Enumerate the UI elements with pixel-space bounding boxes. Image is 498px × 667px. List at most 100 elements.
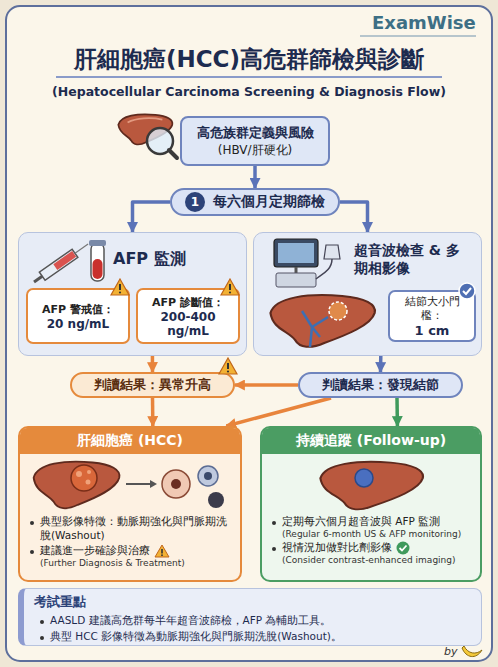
flow-arrow (253, 166, 257, 188)
text-row: 結節大小門檻： (394, 295, 470, 323)
page-frame (6, 6, 492, 661)
title: 肝細胞癌(HCC)高危群篩檢與診斷 (0, 44, 498, 75)
afp-panel: AFP 監測 AFP 警戒值：20 ng/mL AFP 診斷值：200-400 n… (18, 232, 247, 356)
syringe-tube-icon (25, 237, 115, 292)
text-row: 肝細胞癌 (HCC) (20, 428, 240, 454)
text-row: 判讀結果：發現結節 (300, 376, 461, 394)
flow-arrow (151, 398, 155, 426)
text-row: 每六個月定期篩檢 (213, 193, 325, 211)
node-text: (HBV/肝硬化) (218, 142, 293, 159)
text-row: 建議進一步確診與治療 (20, 543, 240, 558)
node-text: 結節大小門檻： (394, 295, 470, 323)
text-row: 視情況加做對比劑影像 (262, 540, 480, 555)
bullet-dot (30, 550, 34, 554)
text-row: AASLD 建議高危群每半年超音波篩檢，AFP 為輔助工具。 (34, 613, 471, 629)
text-row: 定期每六個月超音波與 AFP 監測 (262, 514, 480, 529)
text-row: AFP 診斷值： (142, 295, 234, 310)
node-text: 典型 HCC 影像特徵為動脈期強化與門脈期洗脫(Washout)。 (50, 630, 342, 644)
node-text: 每六個月定期篩檢 (213, 193, 325, 211)
text-row: 高危族群定義與風險 (197, 124, 314, 142)
result-pill: 判讀結果：發現結節 (298, 372, 463, 398)
node-text: AFP 警戒值： (42, 302, 114, 317)
node-text: 定期每六個月超音波與 AFP 監測 (282, 515, 440, 529)
node-text: (Consider contrast-enhanced imaging) (282, 555, 456, 565)
step-pill: 1 每六個月定期篩檢 (170, 188, 340, 216)
text-row: AFP 警戒值： (32, 302, 124, 317)
node-text: AASLD 建議高危群每半年超音波篩檢，AFP 為輔助工具。 (50, 614, 332, 628)
text-row: 1 (185, 192, 205, 212)
text-row: (HBV/肝硬化) (218, 142, 293, 159)
text-row: (Regular 6-month US & AFP monitoring) (262, 529, 480, 540)
bullet-dot (40, 636, 44, 640)
bullet-dot (272, 521, 276, 525)
node-text: 1 cm (415, 323, 450, 338)
node-text: 肝細胞癌 (HCC) (77, 432, 183, 450)
brand-rule (360, 35, 476, 37)
node-text: 200-400 ng/mL (142, 310, 234, 338)
warning-icon (154, 544, 170, 558)
text-row: 200-400 ng/mL (142, 310, 234, 338)
node-text: AFP 監測 (113, 249, 186, 270)
bullet-dot (40, 620, 44, 624)
node-text: 建議進一步確診與治療 (40, 544, 150, 558)
text-row: (Consider contrast-enhanced imaging) (262, 555, 480, 566)
liver-ultrasound-image (262, 289, 384, 351)
text-row: 持續追蹤 (Follow-up) (262, 428, 480, 454)
bullet-dot (30, 521, 34, 525)
followup-liver-illustration (302, 456, 442, 512)
flow-arrow (226, 398, 331, 426)
text-row: 判讀結果：異常升高 (72, 376, 233, 394)
title-underline (56, 76, 442, 78)
risk-box: 高危族群定義與風險(HBV/肝硬化) (180, 116, 330, 166)
node-text: 20 ng/mL (47, 317, 110, 331)
flow-arrow (395, 398, 399, 426)
flow-arrow (133, 202, 171, 232)
signature-label: by (444, 645, 458, 658)
ultrasound-machine-icon (260, 235, 352, 291)
warning-icon (220, 278, 240, 296)
threshold-box: AFP 警戒值：20 ng/mL (26, 288, 130, 344)
node-text: 視情況加做對比劑影像 (282, 541, 392, 555)
text-row: 考試重點 (34, 593, 471, 611)
outcome-card: 肝細胞癌 (HCC) 典型影像特徵：動脈期強化與門脈期洗脫(Washout)建議進… (18, 426, 242, 582)
text-row: 超音波檢查 & 多期相影像 (254, 233, 481, 278)
text-row: 典型影像特徵：動脈期強化與門脈期洗脫(Washout) (20, 514, 240, 543)
imaging-panel: 超音波檢查 & 多期相影像結節大小門檻：1 cm (253, 232, 482, 356)
node-text: (Further Diagnosis & Treatment) (40, 558, 185, 568)
check-badge (458, 282, 476, 300)
threshold-box: AFP 診斷值：200-400 ng/mL (136, 288, 240, 344)
node-text: (Regular 6-month US & AFP monitoring) (282, 529, 461, 539)
outcome-card: 持續追蹤 (Follow-up) 定期每六個月超音波與 AFP 監測(Regula… (260, 426, 482, 582)
bullet-dot (272, 547, 276, 551)
warning-icon (218, 357, 238, 375)
text-row: 20 ng/mL (32, 317, 124, 331)
subtitle-label: (Hepatocellular Carcinoma Screening & Di… (0, 84, 498, 99)
node-text: 高危族群定義與風險 (197, 124, 314, 142)
check-icon (396, 541, 410, 555)
node-text: 判讀結果：異常升高 (94, 376, 211, 394)
text-row: 典型 HCC 影像特徵為動脈期強化與門脈期洗脫(Washout)。 (34, 629, 471, 645)
node-text: AFP 診斷值： (152, 295, 224, 310)
text-row: (Further Diagnosis & Treatment) (20, 558, 240, 569)
key-points-box: 考試重點 AASLD 建議高危群每半年超音波篩檢，AFP 為輔助工具。典型 HCC… (18, 588, 482, 646)
node-text: 超音波檢查 & 多期相影像 (354, 242, 473, 278)
node-text: 考試重點 (34, 593, 86, 611)
brand-label: ExamWise (372, 12, 476, 33)
flow-arrow (379, 356, 383, 372)
text-row: 1 cm (394, 323, 470, 338)
flow-arrow (151, 356, 155, 372)
flow-arrow (235, 383, 298, 387)
node-text: 1 (191, 195, 199, 209)
node-text: 典型影像特徵：動脈期強化與門脈期洗脫(Washout) (40, 515, 232, 543)
node-text: 持續追蹤 (Follow-up) (296, 432, 446, 450)
hcc-liver-illustration (26, 456, 232, 512)
banana-icon (462, 646, 482, 657)
node-text: 判讀結果：發現結節 (322, 376, 439, 394)
flow-arrow (340, 202, 368, 232)
warning-icon (110, 278, 130, 296)
threshold-box: 結節大小門檻：1 cm (388, 290, 476, 342)
result-pill: 判讀結果：異常升高 (70, 372, 235, 398)
magnifier-icon (147, 128, 177, 158)
text-row: AFP 監測 (19, 233, 246, 270)
